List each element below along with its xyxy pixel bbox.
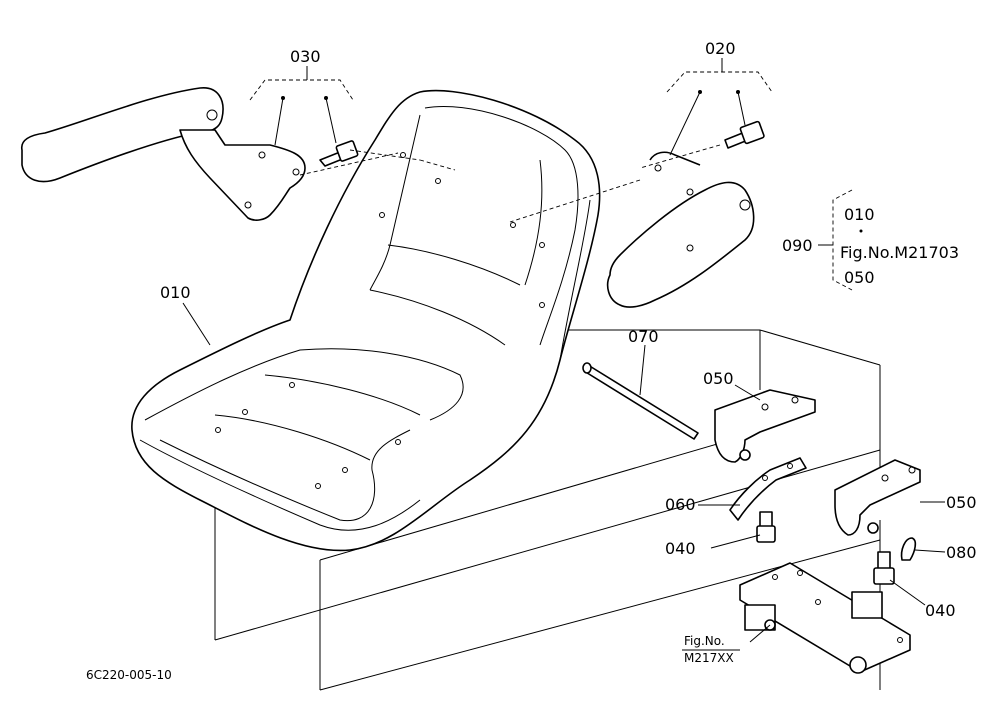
callout-090: 090 [782, 236, 813, 255]
callout-040-left: 040 [665, 539, 696, 558]
group-bracket-090 [818, 189, 863, 291]
callout-040-right: 040 [925, 601, 956, 620]
group-bracket-030 [249, 66, 354, 146]
leader-lines [182, 302, 946, 643]
spacer-plate [729, 457, 807, 521]
callout-070: 070 [628, 327, 659, 346]
group-090-line3: 050 [844, 268, 875, 287]
callout-060: 060 [665, 495, 696, 514]
left-armrest [21, 87, 359, 221]
callout-030: 030 [290, 47, 321, 66]
bolt-left [756, 511, 776, 543]
fig-ref-line2: M217XX [684, 651, 734, 665]
drawing-code: 6C220-005-10 [86, 668, 172, 682]
right-armrest-dashes [509, 144, 721, 223]
callout-050-upper: 050 [703, 369, 734, 388]
left-armrest-bracket-hole [299, 149, 456, 176]
hinge-bracket-upper [714, 389, 816, 463]
callout-080: 080 [946, 543, 977, 562]
bolt-right [873, 551, 895, 585]
pivot-rod [582, 362, 699, 440]
hinge-bracket-lower [834, 459, 921, 536]
group-090-line2: Fig.No.M21703 [840, 243, 959, 262]
fig-ref-line1: Fig.No. [684, 634, 725, 648]
group-090-line1: 010 [844, 205, 875, 224]
callout-010: 010 [160, 283, 191, 302]
group-bracket-020 [666, 58, 773, 156]
snap-pin [900, 537, 917, 561]
callout-020: 020 [705, 39, 736, 58]
callout-050-lower: 050 [946, 493, 977, 512]
seat-cushion [131, 89, 601, 552]
right-armrest [606, 120, 765, 308]
